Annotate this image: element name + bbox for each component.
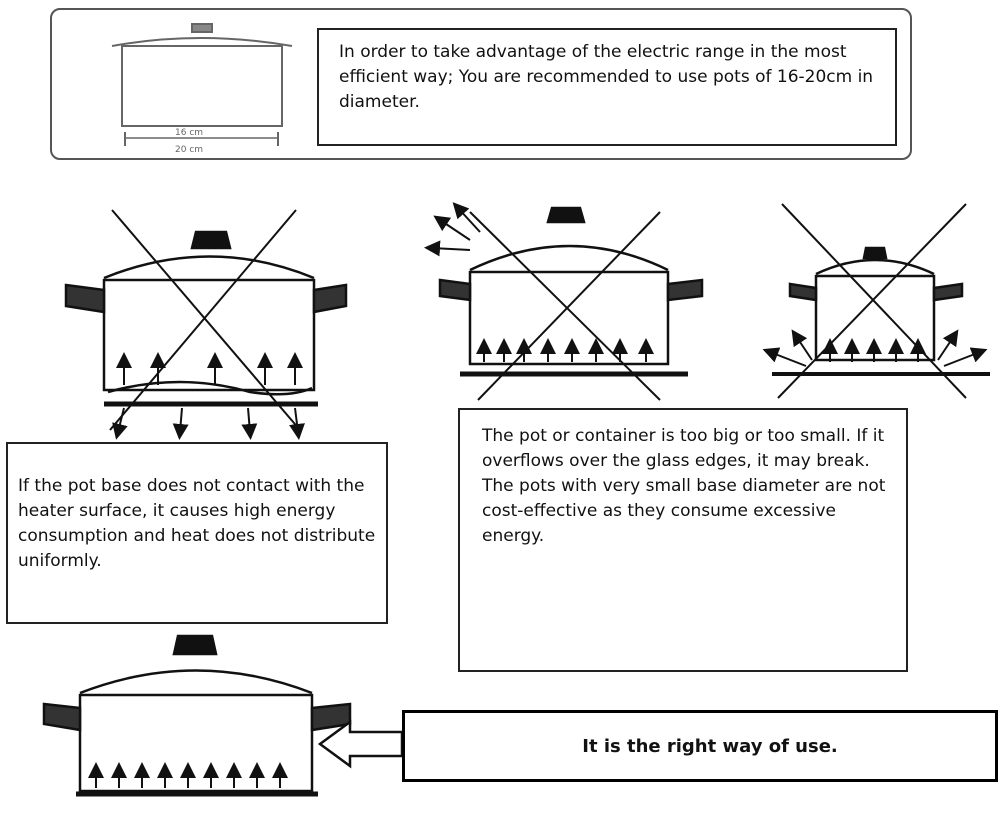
recommendation-frame [50,8,912,160]
dim-inner-label: 16 cm [175,128,203,138]
no-contact-note: If the pot base does not contact with th… [6,442,388,624]
dim-outer-label: 20 cm [175,145,203,155]
recommendation-note: In order to take advantage of the electr… [317,28,897,146]
pointer-arrow [317,719,404,769]
pot-no-contact [64,209,348,440]
pot-too-small [762,203,990,399]
right-way-label: It is the right way of use. [582,735,838,757]
size-note: The pot or container is too big or too s… [458,408,908,672]
pot-too-big [424,202,704,401]
right-way-note: It is the right way of use. [402,710,998,782]
top-pot-diagram [111,23,293,146]
pot-right-way [42,634,352,797]
